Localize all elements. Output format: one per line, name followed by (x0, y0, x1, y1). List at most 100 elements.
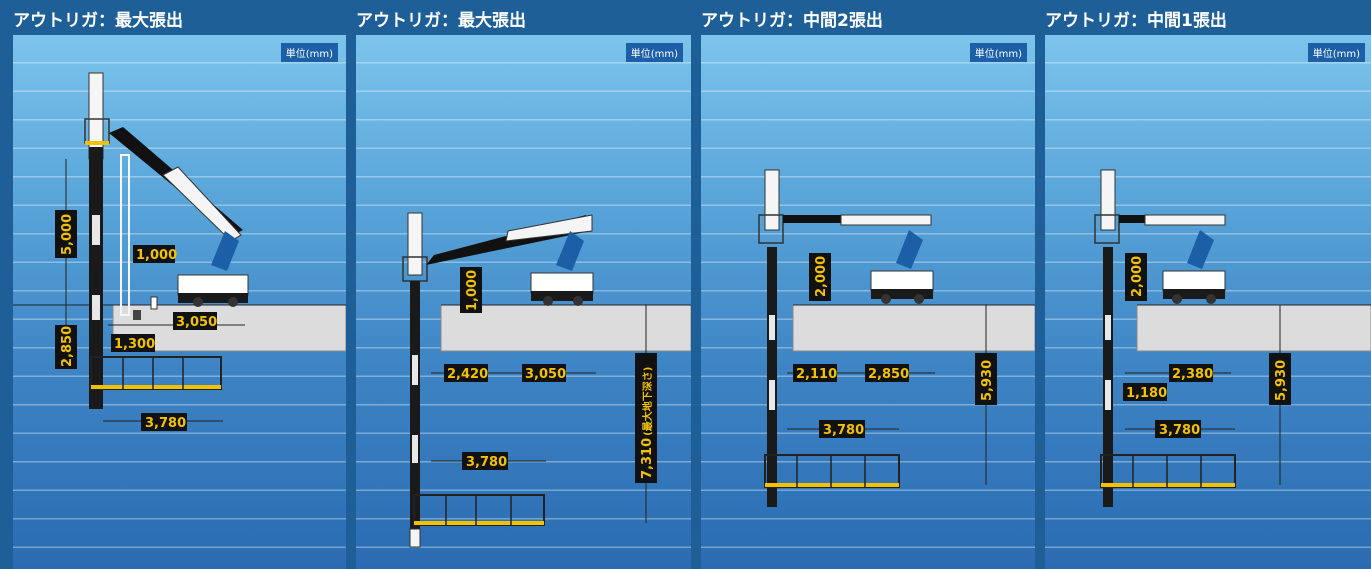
unit-label: 単位(mm) (280, 43, 338, 62)
guide-rail (120, 154, 130, 316)
boom-upper (505, 214, 593, 242)
diagram-area: 単位(mm) (1045, 35, 1371, 569)
lower-basket (413, 494, 545, 526)
svg-text:3,780: 3,780 (823, 423, 864, 438)
mast-top (407, 212, 423, 276)
svg-text:2,110: 2,110 (796, 367, 837, 382)
ground-slab (792, 304, 1035, 352)
panel-title: アウトリガ：中間2張出 (701, 11, 883, 31)
svg-text:1,000: 1,000 (465, 270, 480, 311)
dim-3780: 3,780 (141, 413, 187, 431)
truck-chassis (531, 291, 593, 301)
diagram-area: 単位(mm) (356, 35, 691, 569)
basket-floor (91, 385, 221, 389)
panel-2: アウトリガ：最大張出 単位(mm) (356, 0, 691, 569)
truck-diagram: 2,000 1,180 2,380 3,780 5,930 (1094, 169, 1371, 507)
dim-1000: 1,000 (133, 245, 177, 263)
boom-upper (840, 214, 932, 226)
svg-text:3,050: 3,050 (525, 367, 566, 382)
dim-2380: 2,380 (1169, 364, 1213, 382)
svg-text:3,780: 3,780 (466, 455, 507, 470)
wheel (193, 297, 203, 307)
dim-5930: 5,930 (1269, 353, 1291, 405)
svg-text:1,000: 1,000 (136, 248, 177, 263)
ground-slab (112, 304, 346, 352)
outrigger-pad (133, 310, 141, 320)
boom-lower (162, 166, 242, 242)
truck-diagram: 5,000 1,000 2,850 3,050 1,300 (13, 72, 346, 431)
diagram-area: 単位(mm) (13, 35, 346, 569)
mast-top (1100, 169, 1116, 231)
dim-3050: 3,050 (173, 312, 217, 330)
svg-text:2,420: 2,420 (447, 367, 488, 382)
upper-basket (1094, 214, 1120, 244)
mast-column (767, 247, 777, 507)
truck-body (1162, 270, 1226, 292)
panel-title: アウトリガ：中間1張出 (1045, 11, 1227, 31)
truck-body (870, 270, 934, 292)
panel-1: アウトリガ：最大張出 単位(mm) (0, 0, 346, 569)
mast-top (764, 169, 780, 231)
boom-base (556, 231, 584, 271)
svg-text:3,780: 3,780 (145, 416, 186, 431)
panel-title: アウトリガ：最大張出 (356, 11, 526, 31)
boom-upper (1144, 214, 1226, 226)
truck-diagram: 1,000 2,420 3,050 3,780 7,310(最大地下深さ) (402, 212, 691, 548)
dim-2420: 2,420 (444, 364, 488, 382)
svg-text:2,850: 2,850 (868, 367, 909, 382)
dim-2850: 2,850 (865, 364, 909, 382)
boom-arm (783, 215, 843, 223)
mast-light (92, 215, 100, 245)
svg-text:2,850: 2,850 (60, 326, 75, 367)
dim-1180: 1,180 (1123, 383, 1167, 401)
dim-2000: 2,000 (809, 253, 831, 301)
dim-2110: 2,110 (793, 364, 837, 382)
lower-basket (90, 356, 222, 390)
dim-7310: 7,310(最大地下深さ) (635, 353, 657, 483)
svg-text:2,380: 2,380 (1172, 367, 1213, 382)
lower-basket (1100, 454, 1236, 488)
panel-3: アウトリガ：中間2張出 単位(mm) (701, 0, 1035, 569)
dim-5000: 5,000 (55, 210, 77, 258)
diagram-area: 単位(mm) (701, 35, 1035, 569)
svg-text:5,000: 5,000 (60, 214, 75, 255)
truck-body (177, 274, 249, 296)
boom-base (1187, 230, 1214, 269)
boom-base (211, 231, 239, 271)
dim-2850: 2,850 (55, 325, 77, 369)
dim-3780: 3,780 (1155, 420, 1201, 438)
dim-3780: 3,780 (819, 420, 865, 438)
svg-text:5,930: 5,930 (1274, 360, 1289, 401)
dim-3050: 3,050 (522, 364, 566, 382)
mast-column (89, 147, 103, 409)
svg-text:2,000: 2,000 (1130, 256, 1145, 297)
svg-text:3,050: 3,050 (176, 315, 217, 330)
truck-chassis (178, 293, 248, 303)
truck-diagram: 2,000 2,110 2,850 3,780 5,930 (758, 169, 1035, 507)
unit-label: 単位(mm) (1307, 43, 1365, 62)
dim-3780: 3,780 (462, 452, 508, 470)
mast-top (88, 72, 104, 160)
upper-basket (758, 214, 784, 244)
mast-column (410, 281, 420, 529)
svg-text:1,180: 1,180 (1126, 386, 1167, 401)
dim-1300: 1,300 (111, 334, 155, 352)
mast-light (92, 295, 100, 320)
unit-label: 単位(mm) (625, 43, 683, 62)
mast-column (1103, 247, 1113, 507)
svg-text:1,300: 1,300 (114, 337, 155, 352)
wheel (228, 297, 238, 307)
dim-1000: 1,000 (460, 267, 482, 313)
svg-text:3,780: 3,780 (1159, 423, 1200, 438)
boom-base (896, 230, 923, 269)
svg-text:5,930: 5,930 (980, 360, 995, 401)
svg-text:7,310(最大地下深さ): 7,310(最大地下深さ) (640, 367, 655, 479)
svg-text:2,000: 2,000 (814, 256, 829, 297)
panel-4: アウトリガ：中間1張出 単位(mm) (1045, 0, 1371, 569)
panel-title: アウトリガ：最大張出 (13, 11, 183, 31)
boom-arm (1119, 215, 1145, 223)
outrigger-leg (150, 296, 158, 310)
lower-basket (764, 454, 900, 488)
ground-slab (1136, 304, 1371, 352)
